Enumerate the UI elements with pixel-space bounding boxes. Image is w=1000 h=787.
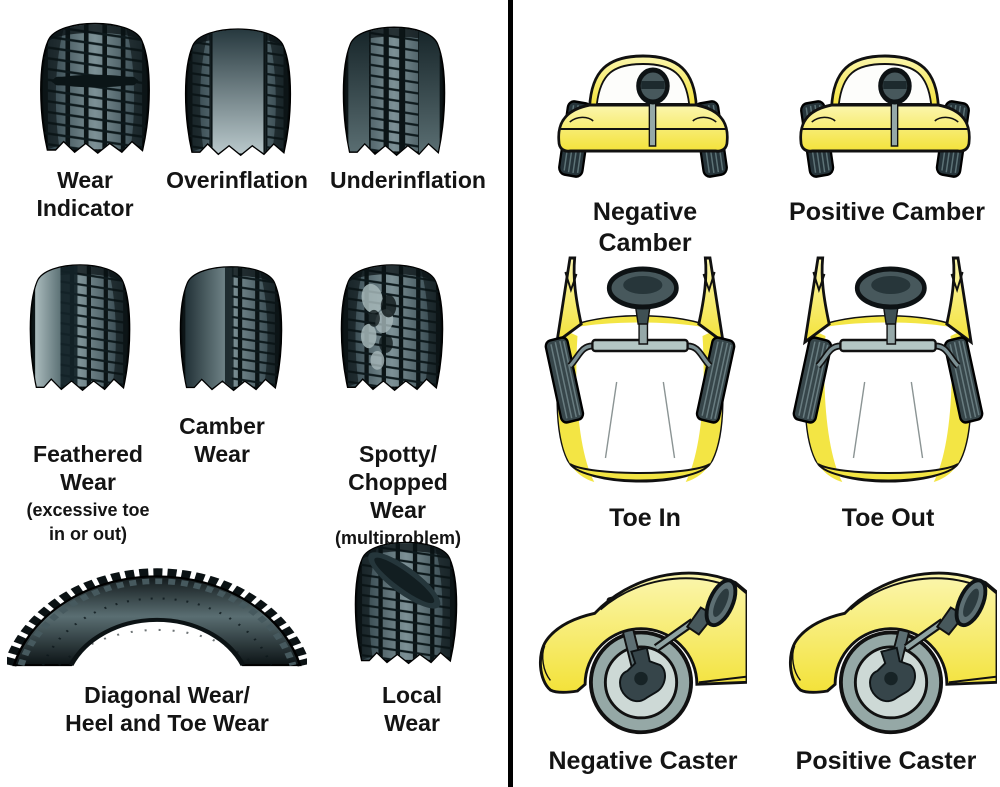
tire-figure-feathered-wear (25, 250, 135, 395)
car-figure-negative-caster (535, 550, 747, 738)
label-camber-wear: Camber Wear (179, 413, 265, 468)
tire-figure-camber-wear (175, 252, 287, 395)
label-toe-out: Toe Out (841, 504, 935, 532)
label-feathered-wear: Feathered Wear (excessive toe in or out) (3, 412, 173, 574)
label-diagonal-heel-toe-wear: Diagonal Wear/ Heel and Toe Wear (65, 682, 269, 737)
car-figure-positive-caster (785, 550, 997, 738)
car-figure-positive-camber (790, 26, 980, 181)
label-positive-caster: Positive Caster (795, 747, 977, 775)
tire-figure-wear-indicator (35, 8, 155, 158)
label-spotty-chopped-wear-text: Spotty/ Chopped Wear (348, 441, 448, 524)
label-overinflation: Overinflation (166, 167, 308, 193)
tire-figure-spotty-chopped-wear (336, 250, 448, 395)
label-toe-in: Toe In (609, 504, 681, 532)
label-negative-caster: Negative Caster (548, 747, 738, 775)
tire-figure-overinflation (180, 14, 296, 160)
label-negative-camber: Negative Camber (592, 198, 698, 257)
tire-figure-diagonal-heel-toe-wear (7, 552, 307, 670)
car-figure-toe-out (790, 254, 986, 494)
note-spotty-chopped-wear: (multiproblem) (335, 528, 461, 549)
label-underinflation: Underinflation (330, 167, 486, 193)
label-local-wear: Local Wear (381, 682, 443, 737)
tire-figure-local-wear (350, 528, 462, 668)
car-figure-toe-in (542, 254, 738, 494)
section-divider (508, 0, 513, 787)
label-wear-indicator: Wear Indicator (36, 167, 134, 222)
note-feathered-wear: (excessive toe in or out) (26, 500, 150, 544)
label-positive-camber: Positive Camber (789, 198, 985, 226)
label-feathered-wear-text: Feathered Wear (33, 441, 143, 496)
label-spotty-chopped-wear: Spotty/ Chopped Wear (multiproblem) (313, 412, 483, 579)
car-figure-negative-camber (548, 26, 738, 181)
tire-figure-underinflation (338, 12, 450, 160)
